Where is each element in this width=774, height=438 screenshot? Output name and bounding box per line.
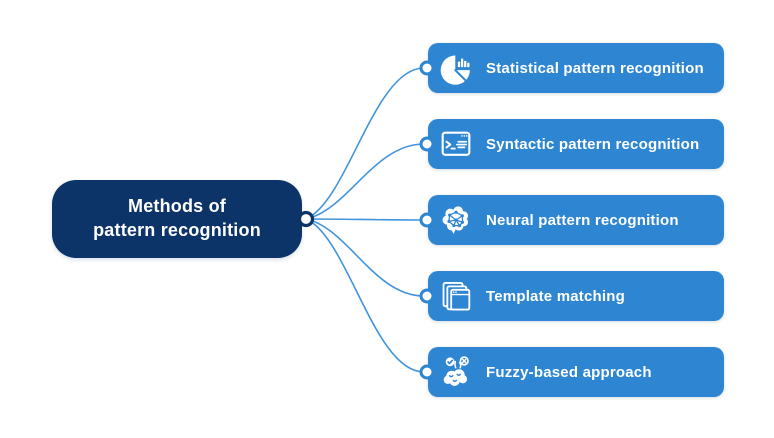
- fuzzy-logic-icon: [439, 355, 473, 389]
- branch-neural[interactable]: Neural pattern recognition: [428, 195, 724, 245]
- connector-line: [305, 218, 425, 297]
- connector-line: [305, 218, 425, 373]
- root-label-line2: pattern recognition: [93, 220, 261, 240]
- pie-bar-chart-icon: [439, 51, 473, 85]
- branch-statistical[interactable]: Statistical pattern recognition: [428, 43, 724, 93]
- root-node[interactable]: Methods of pattern recognition: [52, 180, 302, 258]
- branch-label: Template matching: [486, 287, 625, 305]
- branch-label: Fuzzy-based approach: [486, 363, 652, 381]
- connector-line: [305, 143, 425, 220]
- branch-template[interactable]: Template matching: [428, 271, 724, 321]
- branch-label: Statistical pattern recognition: [486, 59, 704, 77]
- connector-line: [305, 67, 425, 220]
- root-label-line1: Methods of: [128, 196, 226, 217]
- stacked-windows-icon: [439, 279, 473, 313]
- branch-label: Syntactic pattern recognition: [486, 135, 700, 153]
- branch-syntactic[interactable]: Syntactic pattern recognition: [428, 119, 724, 169]
- connector-line: [305, 218, 425, 221]
- terminal-window-icon: [439, 127, 473, 161]
- brain-network-icon: [439, 203, 473, 237]
- branch-fuzzy[interactable]: Fuzzy-based approach: [428, 347, 724, 397]
- branch-label: Neural pattern recognition: [486, 211, 679, 229]
